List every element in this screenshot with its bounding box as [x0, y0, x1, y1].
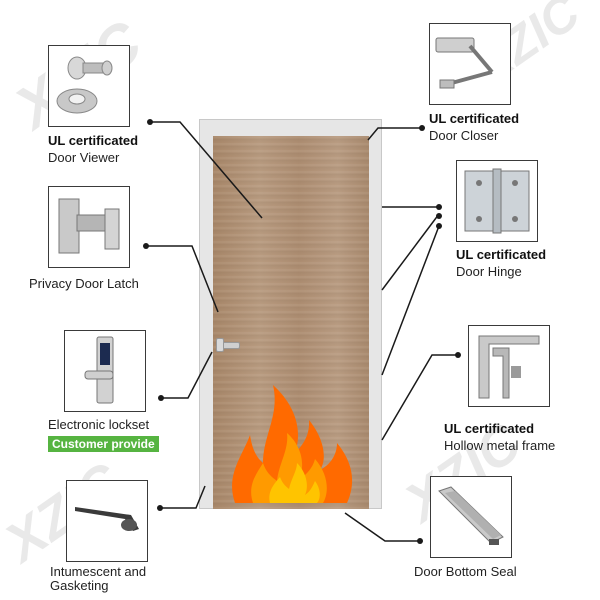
- hollow-frame-cert: UL certificated: [444, 421, 535, 436]
- door-hinge-icon: [464, 168, 530, 234]
- door-viewer-image: [48, 45, 130, 127]
- gasket-name-line1: Intumescent and: [50, 564, 147, 579]
- hollow-frame-label: UL certificated Hollow metal frame: [444, 420, 555, 454]
- fire-icon: [232, 385, 353, 503]
- door-viewer-name: Door Viewer: [48, 150, 120, 165]
- lockset-label: Electronic lockset: [48, 417, 150, 432]
- door-closer-name: Door Closer: [429, 128, 499, 143]
- gasket-name-line2: Gasketing: [50, 578, 109, 593]
- lockset-icon: [84, 336, 114, 404]
- door-viewer-icon: [56, 56, 113, 114]
- gasket-label: Intumescent and Gasketing: [50, 563, 146, 594]
- lockset-image: [64, 330, 146, 412]
- bottom-seal-label: Door Bottom Seal: [414, 564, 517, 579]
- customer-provide-badge: Customer provide: [48, 436, 159, 452]
- privacy-latch-image: [48, 186, 130, 268]
- privacy-latch-label: Privacy Door Latch: [29, 276, 139, 291]
- door-handle-rose: [216, 338, 224, 352]
- door-hinge-label: UL certificated Door Hinge: [456, 246, 546, 280]
- frame-profile-icon: [478, 335, 540, 399]
- door-closer-cert: UL certificated: [429, 111, 520, 126]
- gasket-image: [66, 480, 148, 562]
- door-hinge-image: [456, 160, 538, 242]
- gasket-icon: [75, 507, 139, 531]
- privacy-latch-icon: [58, 198, 120, 254]
- frame-image: [468, 325, 550, 407]
- bottom-seal-icon: [438, 486, 504, 545]
- door-closer-label: UL certificated Door Closer: [429, 110, 519, 144]
- bottom-seal-image: [430, 476, 512, 558]
- door-hinge-name: Door Hinge: [456, 264, 522, 279]
- door-viewer-label: UL certificated Door Viewer: [48, 132, 138, 166]
- door-closer-icon: [435, 37, 494, 89]
- hollow-frame-name: Hollow metal frame: [444, 438, 556, 453]
- door-viewer-cert: UL certificated: [48, 133, 139, 148]
- door-closer-image: [429, 23, 511, 105]
- door-hinge-cert: UL certificated: [456, 247, 547, 262]
